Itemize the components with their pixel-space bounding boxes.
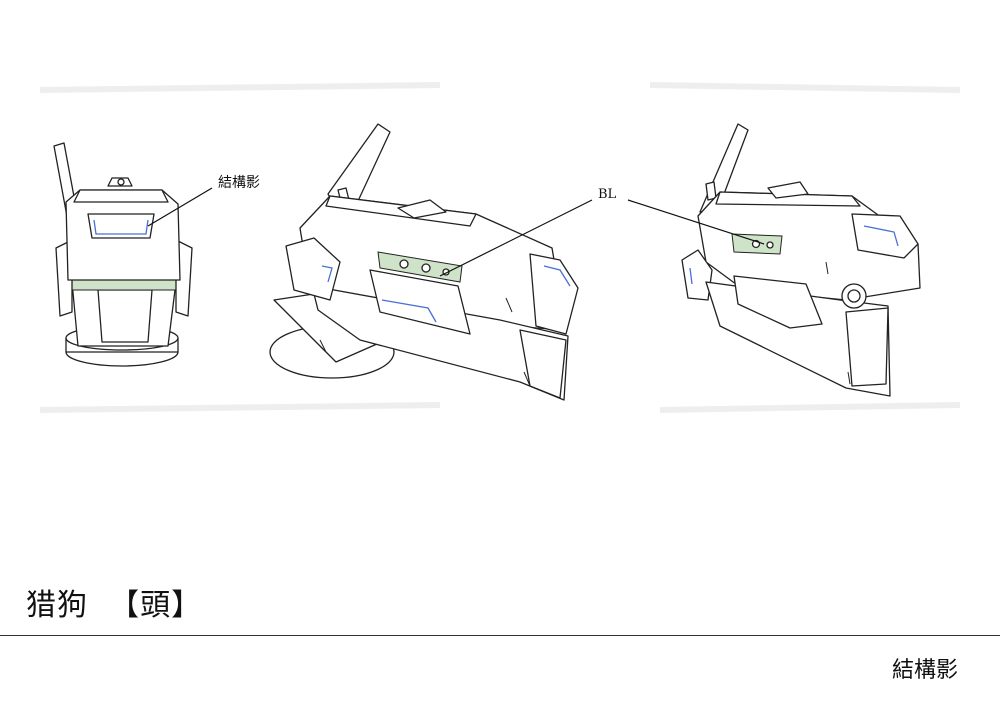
side-view: [269, 123, 579, 401]
leader-bl-threequarter: [627, 199, 765, 245]
scan-ghosting: [39, 82, 961, 413]
page-title: 猎狗 【頭】: [26, 588, 203, 623]
front-view: [53, 142, 193, 367]
bl-callout-label: BL: [598, 187, 617, 202]
structure-callout-label: 結構影: [218, 175, 260, 191]
leader-structure: [147, 187, 213, 227]
footer-divider: [0, 635, 1000, 636]
callout-leaders: [147, 187, 765, 277]
footer-note: 結構影: [891, 658, 958, 683]
leader-bl-side: [439, 199, 593, 277]
three-quarter-view: [681, 123, 921, 397]
